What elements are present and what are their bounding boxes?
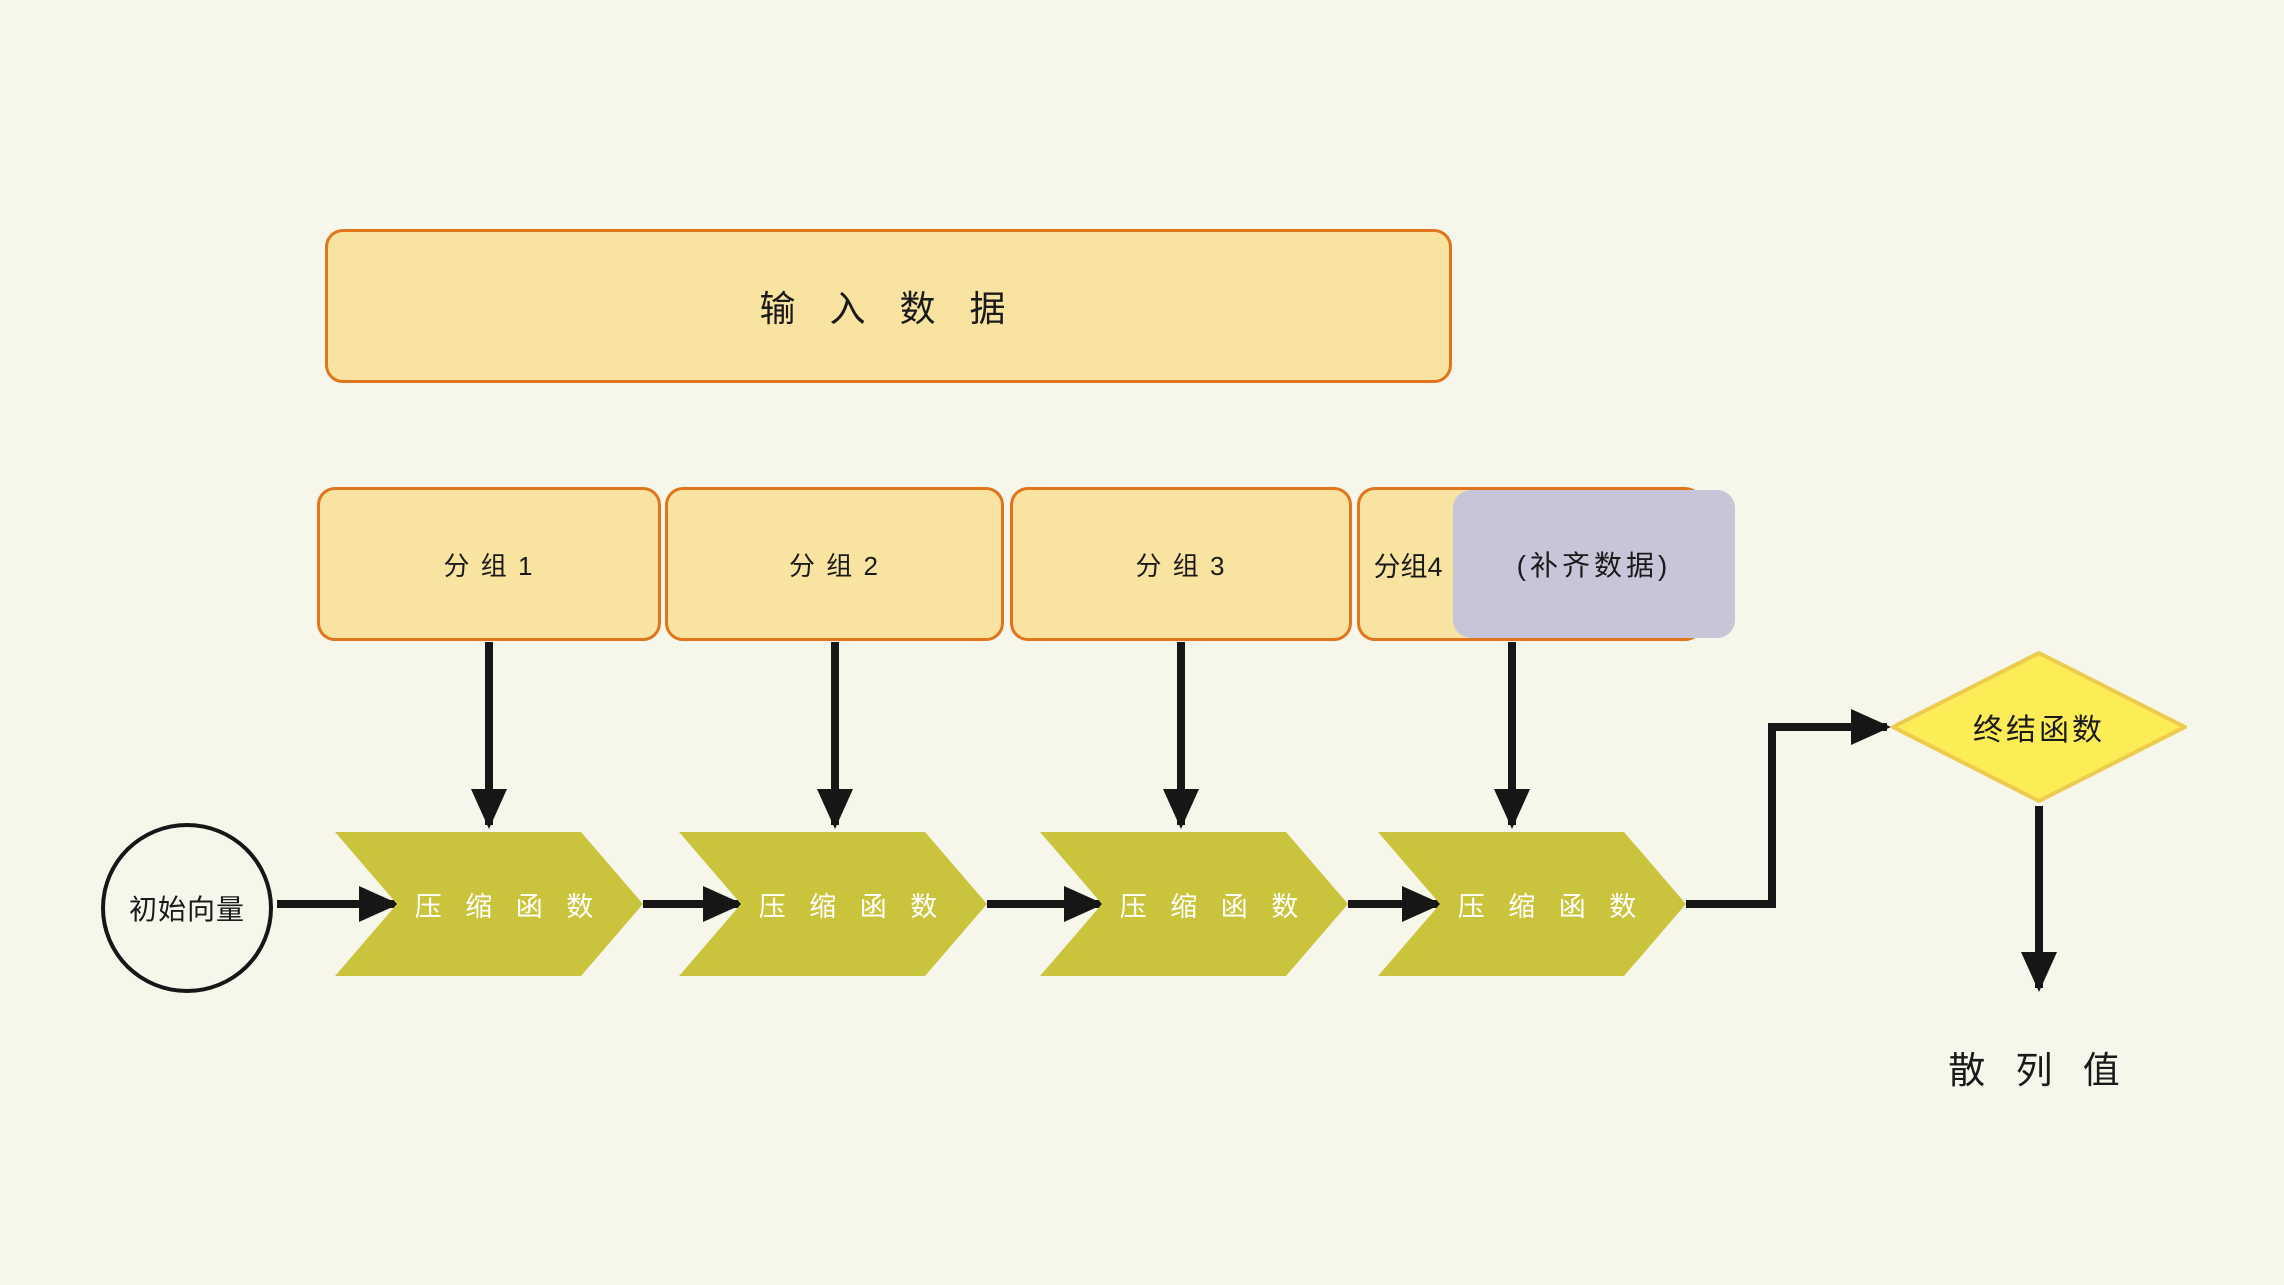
final-function-label: 终结函数 [1893, 653, 2185, 801]
hash-value-text: 散 列 值 [1948, 1050, 2130, 1091]
final-function-text: 终结函数 [1973, 714, 2105, 747]
padding-data-box: (补齐数据) [1453, 490, 1735, 638]
padding-data-label: (补齐数据) [1516, 550, 1672, 581]
group-box-1: 分 组 1 [317, 487, 661, 641]
group-label-3: 分 组 3 [1135, 550, 1227, 581]
group-label-1: 分 组 1 [443, 550, 535, 581]
hash-value-label: 散 列 值 [1889, 1040, 2189, 1094]
iv-label: 初始向量 [128, 894, 245, 925]
input-data-box: 输 入 数 据 [325, 229, 1452, 383]
compression-label-1: 压 缩 函 数 [414, 891, 602, 922]
group-box-2: 分 组 2 [665, 487, 1004, 641]
input-data-label: 输 入 数 据 [759, 288, 1018, 329]
iv-circle: 初始向量 [101, 823, 273, 993]
arrow-cf4-to-final [1686, 709, 1891, 908]
final-function-diamond [1891, 651, 2187, 803]
compression-label-3: 压 缩 函 数 [1119, 891, 1307, 922]
compression-label-2: 压 缩 函 数 [758, 891, 946, 922]
compression-label-4: 压 缩 函 数 [1457, 891, 1645, 922]
group-label-2: 分 组 2 [789, 550, 880, 581]
group-box-3: 分 组 3 [1010, 487, 1352, 641]
group-label-4: 分组4 [1373, 551, 1443, 582]
